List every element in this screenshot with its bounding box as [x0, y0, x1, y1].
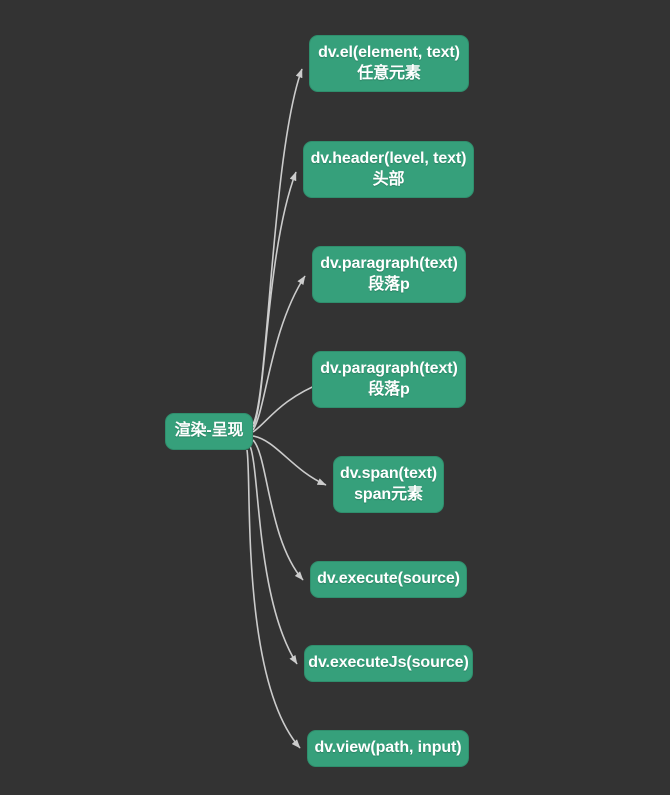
edge-root-to-dv-execute — [252, 439, 304, 581]
node-label: 渲染-呈现 — [174, 422, 244, 440]
mindmap-node-dv-view[interactable]: dv.view(path, input) — [307, 730, 469, 767]
edge-root-to-dv-paragraph-1 — [252, 275, 306, 431]
mindmap-node-dv-executejs[interactable]: dv.executeJs(source) — [304, 645, 473, 682]
mindmap-node-dv-el[interactable]: dv.el(element, text) 任意元素 — [309, 35, 469, 92]
node-label-primary: dv.execute(source) — [317, 570, 460, 588]
mindmap-root-node[interactable]: 渲染-呈现 — [165, 413, 253, 450]
node-label-primary: dv.paragraph(text) — [320, 360, 458, 378]
node-label-secondary: 段落p — [368, 380, 410, 398]
node-label-secondary: 任意元素 — [357, 64, 421, 82]
edge-root-to-dv-header — [252, 171, 297, 428]
node-label-secondary: 段落p — [368, 275, 410, 293]
edge-root-to-dv-executejs — [249, 445, 298, 665]
node-label-primary: dv.paragraph(text) — [320, 255, 458, 273]
mindmap-node-dv-header[interactable]: dv.header(level, text) 头部 — [303, 141, 474, 198]
node-label-primary: dv.span(text) — [339, 465, 438, 483]
node-label-primary: dv.view(path, input) — [314, 739, 462, 757]
mindmap-node-dv-paragraph-1[interactable]: dv.paragraph(text) 段落p — [312, 246, 466, 303]
mindmap-node-dv-paragraph-2[interactable]: dv.paragraph(text) 段落p — [312, 351, 466, 408]
node-label-primary: dv.el(element, text) — [318, 44, 460, 62]
mindmap-node-dv-span[interactable]: dv.span(text) span元素 — [333, 456, 444, 513]
node-label-secondary: 头部 — [372, 170, 405, 188]
node-label-secondary: span元素 — [354, 485, 423, 503]
node-label-primary: dv.header(level, text) — [310, 150, 467, 168]
edge-root-to-dv-view — [246, 449, 301, 749]
node-label-primary: dv.executeJs(source) — [308, 654, 469, 672]
mindmap-node-dv-execute[interactable]: dv.execute(source) — [310, 561, 467, 598]
edge-root-to-dv-span — [252, 435, 327, 486]
